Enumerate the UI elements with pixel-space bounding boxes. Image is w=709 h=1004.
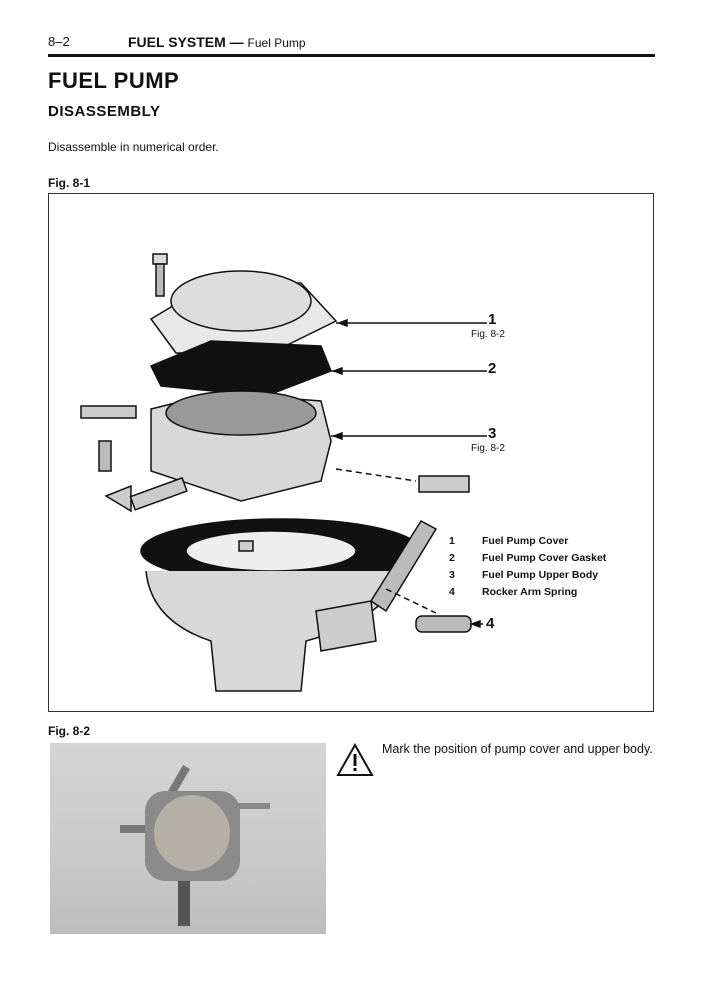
legend-item: 4 Rocker Arm Spring bbox=[449, 582, 606, 599]
legend-item: 2 Fuel Pump Cover Gasket bbox=[449, 548, 606, 565]
header-dash: — bbox=[225, 34, 248, 50]
callout-1-ref: Fig. 8-2 bbox=[471, 329, 505, 340]
header-subsection: Fuel Pump bbox=[247, 36, 306, 50]
page-number: 8–2 bbox=[48, 34, 70, 49]
legend-text: Fuel Pump Cover Gasket bbox=[482, 552, 607, 564]
legend-number: 4 bbox=[449, 586, 455, 598]
legend-item: 1 Fuel Pump Cover bbox=[449, 531, 606, 548]
callout-3: 3 bbox=[488, 425, 497, 442]
callout-2: 2 bbox=[488, 360, 497, 377]
callout-4: 4 bbox=[486, 615, 495, 632]
section-heading: DISASSEMBLY bbox=[48, 103, 161, 120]
running-header: FUEL SYSTEM — Fuel Pump bbox=[128, 34, 306, 50]
legend-item: 3 Fuel Pump Upper Body bbox=[449, 565, 606, 582]
legend-number: 2 bbox=[449, 552, 455, 564]
legend-text: Fuel Pump Cover bbox=[482, 535, 569, 547]
figure-1-label: Fig. 8-1 bbox=[48, 176, 91, 190]
fuel-pump-exploded-illustration bbox=[80, 253, 487, 692]
legend-text: Rocker Arm Spring bbox=[482, 586, 578, 598]
caution-note: Mark the position of pump cover and uppe… bbox=[382, 742, 653, 756]
fuel-pump-photo-drawing bbox=[120, 765, 270, 926]
page-title: FUEL PUMP bbox=[48, 68, 180, 93]
legend-text: Fuel Pump Upper Body bbox=[482, 569, 599, 581]
callout-1: 1 bbox=[488, 311, 497, 328]
legend-number: 3 bbox=[449, 569, 455, 581]
warning-icon bbox=[336, 742, 374, 782]
callout-3-ref: Fig. 8-2 bbox=[471, 443, 505, 454]
fuel-pump-photo bbox=[50, 743, 326, 934]
intro-text: Disassemble in numerical order. bbox=[48, 140, 219, 154]
figure-2-label: Fig. 8-2 bbox=[48, 724, 91, 738]
legend-number: 1 bbox=[449, 535, 455, 547]
header-rule bbox=[48, 54, 655, 57]
parts-legend: 1 Fuel Pump Cover 2 Fuel Pump Cover Gasket… bbox=[449, 531, 606, 599]
header-section: FUEL SYSTEM bbox=[128, 34, 226, 50]
